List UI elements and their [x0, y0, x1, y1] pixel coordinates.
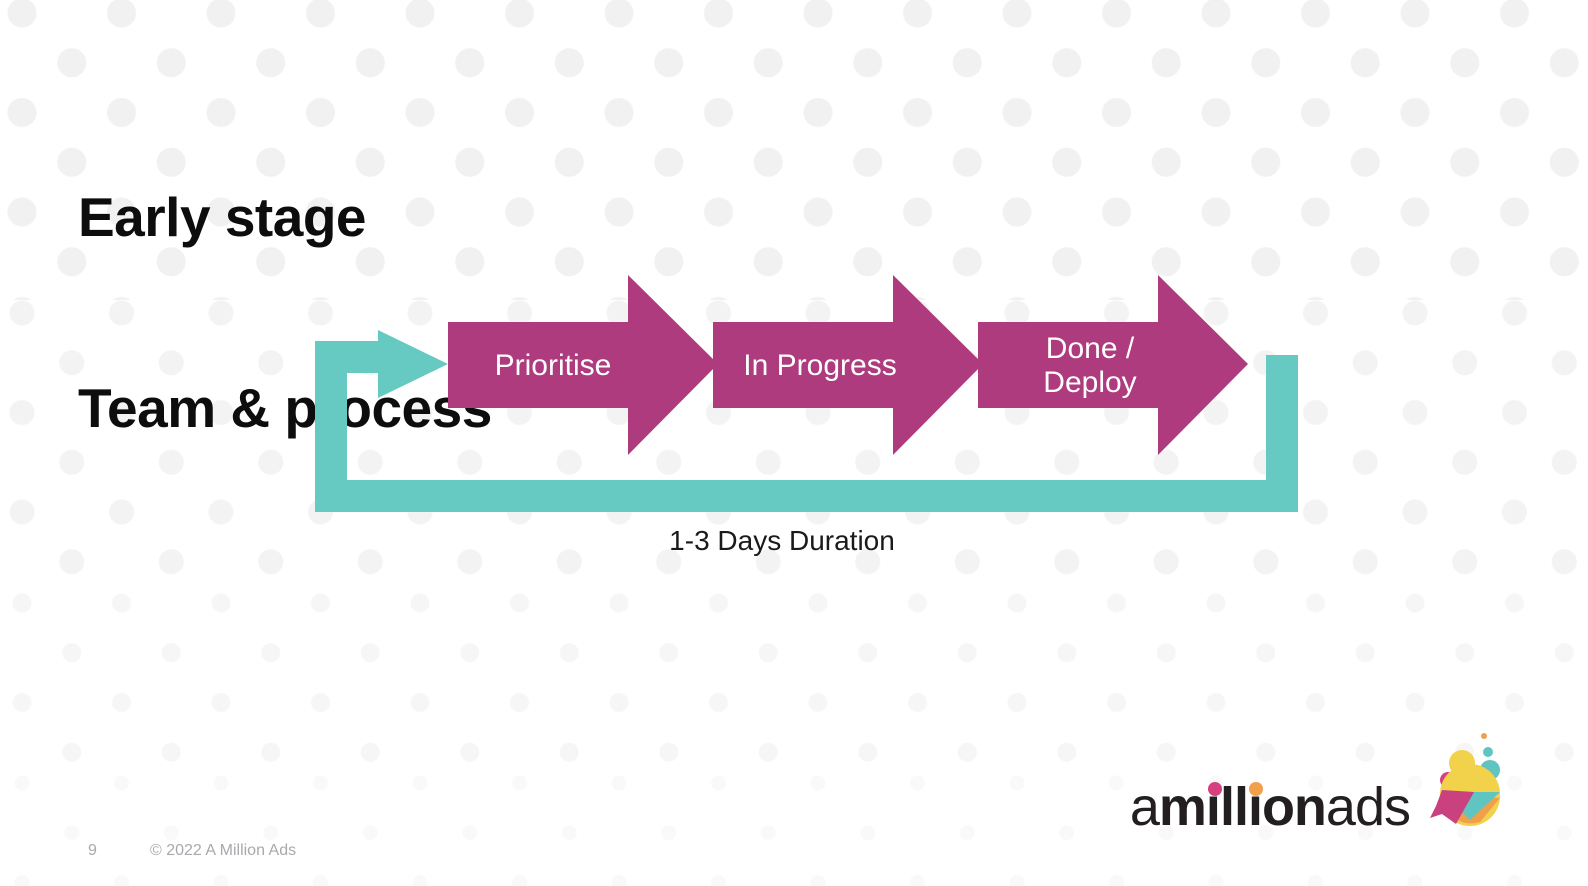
stage-1-label: Prioritise: [495, 349, 612, 382]
copyright-text: © 2022 A Million Ads: [150, 842, 297, 859]
feedback-loop-corner: [1266, 355, 1298, 373]
stage-3-label-line-2: Deploy: [1043, 366, 1136, 399]
stage-arrow-prioritise: Prioritise: [448, 275, 718, 455]
logo-cone-magenta: [1430, 790, 1474, 824]
stage-1-shape: [448, 275, 718, 455]
company-logo: amillionads: [1130, 732, 1516, 834]
logo-bubble-orange-tiny: [1481, 733, 1487, 739]
feedback-loop-arrow: [315, 330, 1298, 512]
logo-wordmark: amillionads: [1129, 777, 1411, 837]
feedback-loop-top-stub: [315, 341, 381, 373]
duration-caption: 1-3 Days Duration: [0, 525, 1588, 557]
stage-arrow-done-deploy: Done / Deploy: [978, 275, 1248, 455]
feedback-loop-path: [315, 341, 1298, 512]
slide-footer: 9 © 2022 A Million Ads: [88, 842, 296, 860]
logo-dot-l-orange: [1248, 782, 1263, 796]
stage-2-label: In Progress: [743, 349, 896, 382]
feedback-loop-arrowhead: [378, 330, 448, 398]
stage-2-shape: [713, 275, 983, 455]
duration-caption-text: 1-3 Days Duration: [669, 525, 895, 556]
logo-word-part-2: million: [1158, 777, 1327, 837]
logo-bubble-teal-small: [1483, 747, 1493, 757]
stage-3-label-line-1: Done /: [1046, 332, 1135, 365]
logo-word-part-3: ads: [1325, 777, 1411, 837]
logo-dot-i-pink: [1207, 782, 1222, 796]
stage-arrow-in-progress: In Progress: [713, 275, 983, 455]
logo-megaphone-icon: [1430, 733, 1500, 826]
stage-3-shape: [978, 275, 1248, 455]
title-line-1: Early stage: [78, 185, 367, 248]
logo-letter-dots: [1207, 782, 1263, 796]
logo-word-part-1: a: [1129, 777, 1160, 837]
page-number: 9: [88, 842, 97, 859]
